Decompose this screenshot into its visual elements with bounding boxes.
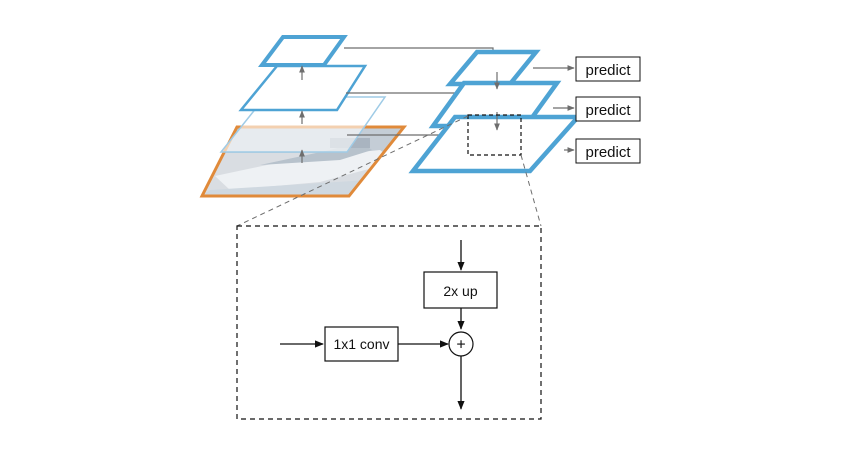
upsample-box bbox=[423, 271, 498, 309]
bottom-up-level-2 bbox=[238, 64, 368, 112]
bottom-up-pyramid bbox=[199, 35, 408, 198]
predict-label-2: predict bbox=[585, 102, 631, 119]
bottom-up-level-3 bbox=[258, 35, 348, 67]
top-down-level-1 bbox=[408, 114, 584, 174]
merge-add-symbol: + bbox=[456, 337, 465, 354]
predict-label-1: predict bbox=[585, 62, 631, 79]
top-down-pyramid bbox=[408, 49, 584, 174]
lateral-conv-box bbox=[324, 326, 399, 362]
zoom-line-right bbox=[520, 154, 542, 227]
merge-zoom-box bbox=[467, 114, 522, 156]
lateral-conv-label: 1x1 conv bbox=[333, 336, 389, 352]
predict-outputs: predict predict predict bbox=[533, 56, 641, 164]
detail-panel-frame bbox=[236, 225, 542, 420]
predict-box-1 bbox=[575, 56, 641, 82]
upsample-label: 2x up bbox=[443, 283, 477, 299]
zoom-projection-lines bbox=[236, 115, 542, 227]
predict-label-3: predict bbox=[585, 144, 631, 161]
predict-box-2 bbox=[575, 96, 641, 122]
predict-box-3 bbox=[575, 138, 641, 164]
merge-detail-panel: 2x up 1x1 conv + bbox=[236, 225, 542, 420]
top-down-level-3 bbox=[445, 49, 541, 87]
zoom-line-left bbox=[236, 115, 469, 227]
